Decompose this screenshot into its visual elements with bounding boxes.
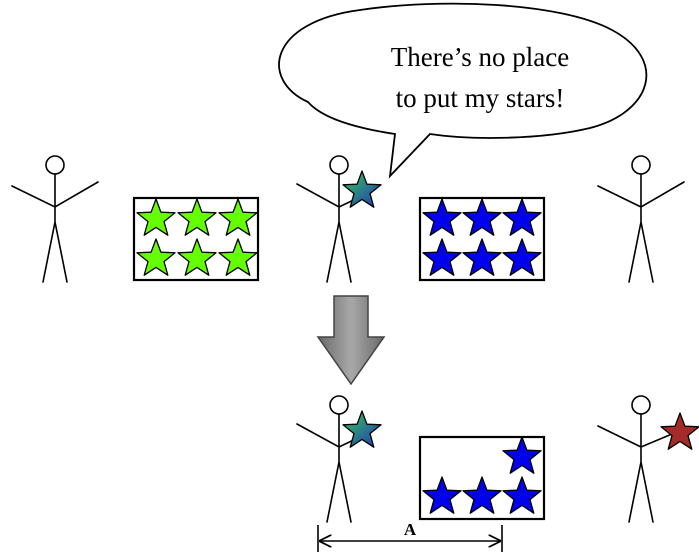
speech-bubble: There’s no place to put my stars! <box>278 2 648 179</box>
stick-figure-top-middle <box>296 155 365 283</box>
distance-label: A <box>404 520 417 539</box>
green-star-4 <box>136 238 176 276</box>
transition-down-arrow <box>316 295 386 386</box>
green-star-2 <box>177 198 217 236</box>
blue-star-bottom-3 <box>462 476 502 514</box>
distance-marker: A <box>317 520 503 552</box>
blue-star-bottom-4 <box>502 476 542 514</box>
stars-layer <box>136 170 699 514</box>
speech-bubble-outline <box>278 2 648 179</box>
green-star-5 <box>177 238 217 276</box>
blue-star-top-1 <box>422 198 462 236</box>
stick-figure-bottom-middle <box>296 395 365 523</box>
green-star-1 <box>136 198 176 236</box>
held-red-star <box>660 412 699 450</box>
blue-star-top-2 <box>462 198 502 236</box>
speech-bubble-line-2: to put my stars! <box>396 83 565 113</box>
blue-star-top-3 <box>502 198 542 236</box>
blue-star-bottom-2 <box>422 476 462 514</box>
green-star-3 <box>218 198 258 236</box>
stick-figure-top-left <box>11 155 99 283</box>
held-gradient-star-top <box>342 170 382 208</box>
speech-bubble-line-1: There’s no place <box>391 42 569 72</box>
green-star-6 <box>218 238 258 276</box>
blue-star-top-5 <box>462 238 502 276</box>
blue-star-top-4 <box>422 238 462 276</box>
stick-figure-bottom-right <box>597 395 673 523</box>
held-gradient-star-bottom <box>342 410 382 448</box>
blue-star-bottom-1 <box>502 436 542 474</box>
blue-star-top-6 <box>502 238 542 276</box>
stick-figure-top-right <box>597 155 685 283</box>
